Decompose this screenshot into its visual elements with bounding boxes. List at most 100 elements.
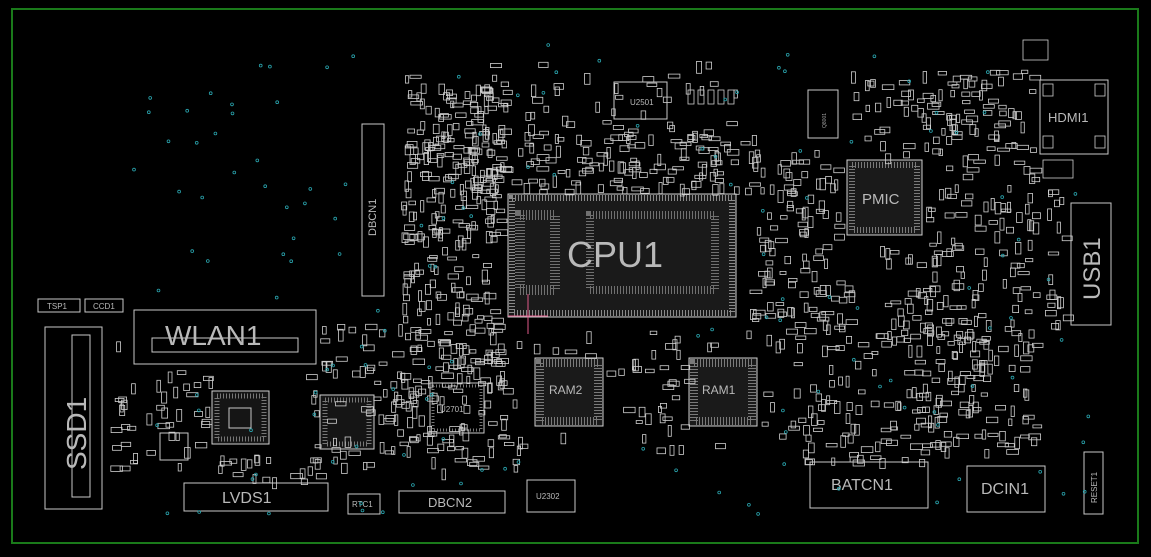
passive-part [658,405,662,413]
passive-part [963,336,971,344]
passive-part [850,423,857,434]
passive-part [674,335,681,344]
passive-part [208,377,213,389]
passive-part [611,108,616,117]
passive-part [582,157,593,165]
u2501-chip[interactable]: U2501 [613,81,668,120]
passive-part [816,178,821,190]
passive-part [752,318,760,322]
passive-part [813,286,820,295]
ccd-connector[interactable]: CCD1 [84,298,124,313]
passive-part [444,330,453,336]
passive-part [564,188,575,196]
passive-part [110,426,123,433]
passive-part [361,406,374,413]
passive-part [512,399,518,409]
passive-part [441,354,452,360]
passive-part [195,441,208,449]
cpu-chip[interactable]: CPU1 [507,193,737,334]
passive-part [804,458,816,466]
passive-part [121,424,131,430]
passive-part [701,164,707,176]
passive-part [763,391,774,397]
passive-part [649,168,658,175]
via [1000,253,1005,258]
passive-part [956,113,961,123]
passive-part [431,457,436,470]
passive-part [965,193,974,200]
passive-part [417,308,422,317]
hdmi-connector[interactable]: HDMI1 [1039,79,1109,155]
passive-part [775,237,788,244]
passive-part [1031,176,1041,183]
u2302-chip[interactable]: U2302 [526,479,576,513]
passive-part [580,139,592,147]
passive-part [407,417,414,429]
passive-part [959,341,963,354]
usb-connector[interactable]: USB1 [1070,202,1112,326]
passive-part [463,161,471,174]
via [166,139,171,144]
pmic-chip[interactable]: PMIC [846,159,923,236]
passive-part [680,148,687,160]
passive-part [427,317,431,326]
u2701-label: U2701 [440,405,464,414]
passive-part [1013,160,1026,165]
ram1-chip[interactable]: RAM1 [688,357,758,427]
passive-part [854,423,860,436]
passive-part [793,362,803,367]
passive-part [947,341,955,346]
dbcn1-connector[interactable]: DBCN1 [361,123,385,297]
passive-part [313,390,318,398]
passive-part [748,151,755,165]
passive-part [461,238,471,244]
passive-part [1061,235,1073,242]
passive-part [994,355,1000,366]
u2701-chip[interactable]: U2701 [429,382,485,434]
passive-part [528,124,535,136]
wlan-connector[interactable]: WLAN1 [133,309,317,365]
passive-part [516,445,521,456]
tsp-connector[interactable]: TSP1 [37,298,81,313]
passive-part [939,189,945,201]
dcin-connector[interactable]: DCIN1 [966,465,1046,513]
passive-part [1029,167,1043,174]
passive-part [808,405,814,419]
batcn-connector[interactable]: BATCN1 [809,461,929,509]
passive-part [684,378,696,384]
passive-part [447,446,455,452]
passive-part [463,405,471,414]
lvds-connector[interactable]: LVDS1 [183,482,329,512]
passive-part [819,311,826,321]
passive-part [920,322,926,333]
passive-part [981,83,993,89]
passive-part [949,305,962,310]
passive-part [815,208,825,214]
q8001-chip[interactable]: Q8001 [807,89,839,139]
passive-part [432,123,440,135]
passive-part [886,97,891,108]
dbcn2-connector[interactable]: DBCN2 [398,490,506,514]
passive-part [910,443,923,450]
passive-part [679,156,690,161]
passive-part [951,84,960,89]
ssd-connector[interactable]: SSD1 [44,326,103,510]
ram1-label: RAM1 [702,383,736,397]
reset-button[interactable]: RESET1 [1083,451,1104,515]
rtc-connector[interactable]: RTC1 [347,493,381,515]
passive-part [503,102,509,113]
passive-part [444,152,454,158]
passive-part [679,183,685,197]
passive-part [114,397,125,402]
passive-part [628,128,639,134]
passive-part [616,186,624,191]
passive-part [974,315,978,327]
passive-part [941,441,952,447]
passive-part [1032,342,1044,348]
via [429,392,434,397]
passive-part [635,420,643,424]
via [700,147,705,151]
passive-part [659,413,666,424]
ram2-chip[interactable]: RAM2 [534,357,604,427]
passive-part [482,262,492,268]
